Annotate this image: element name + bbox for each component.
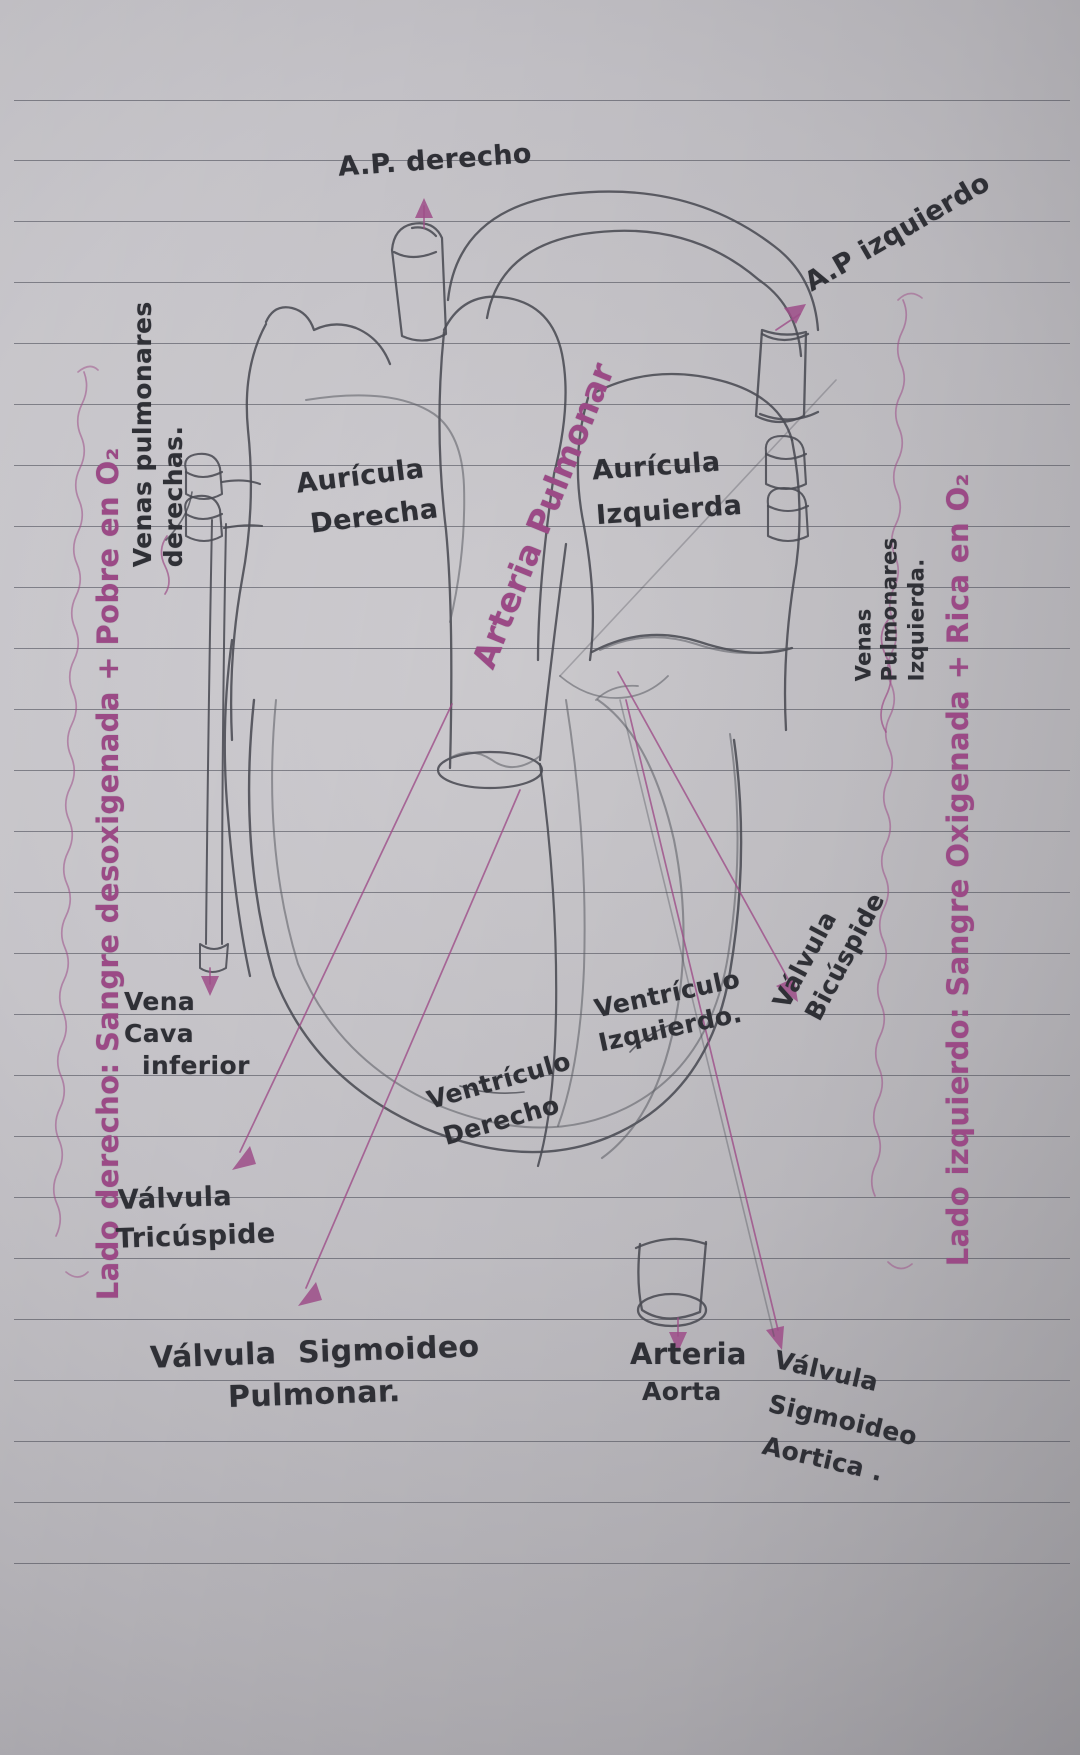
label-valvula-tricuspide-line1: Válvula <box>117 1181 233 1216</box>
margin-note-right: Lado izquierdo: Sangre Oxigenada + Rica … <box>940 473 975 1267</box>
label-venas-pulmonares-derechas: Venas pulmonares derechas. <box>127 301 188 568</box>
label-venas-pulmonares-izquierda: Venas Pulmonares Izquierda. <box>851 537 929 682</box>
margin-note-left: Lado derecho: Sangre desoxigenada + Pobr… <box>90 447 125 1301</box>
label-valvula-sigmoidea-pulmonar-line2: Pulmonar. <box>227 1373 402 1416</box>
label-arteria-aorta-line1: Arteria <box>630 1337 747 1371</box>
label-vena-cava-inferior-line1: Vena <box>124 987 196 1016</box>
label-vena-cava-inferior-line2: Cava <box>124 1019 194 1048</box>
label-valvula-tricuspide-line2: Tricúspide <box>115 1218 277 1255</box>
label-arteria-aorta-line2: Aorta <box>642 1377 722 1406</box>
label-vena-cava-inferior-line3: inferior <box>142 1051 250 1080</box>
